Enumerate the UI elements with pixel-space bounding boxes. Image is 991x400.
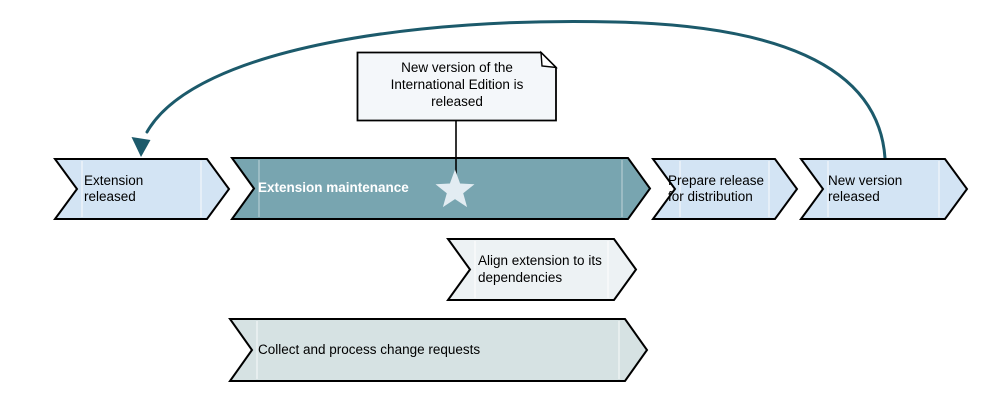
note-fold-corner-icon xyxy=(540,50,558,69)
chevron-collect-change-requests xyxy=(228,318,649,382)
loop-back-arrow xyxy=(145,19,887,160)
loop-back-arrowhead-icon xyxy=(131,137,151,157)
chevron-extension-released xyxy=(53,158,231,220)
note-box xyxy=(356,51,557,122)
milestone-star-icon xyxy=(435,169,475,208)
chevron-prepare-release xyxy=(651,158,799,220)
chevron-align-extension xyxy=(446,238,638,301)
chevron-new-version-released xyxy=(799,158,969,220)
